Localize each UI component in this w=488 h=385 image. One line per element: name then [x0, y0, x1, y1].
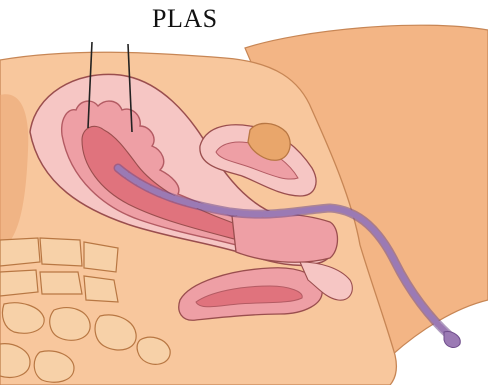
cord-tip — [444, 332, 460, 348]
vertebra-3 — [84, 242, 118, 272]
vaginal-canal — [232, 214, 338, 263]
vertebra-2 — [40, 238, 82, 266]
vertebra-5 — [40, 272, 82, 294]
bone-shape-2 — [50, 308, 90, 341]
vertebra-6 — [84, 276, 118, 302]
vertebra-4 — [0, 270, 38, 296]
vertebra-1 — [0, 238, 40, 266]
